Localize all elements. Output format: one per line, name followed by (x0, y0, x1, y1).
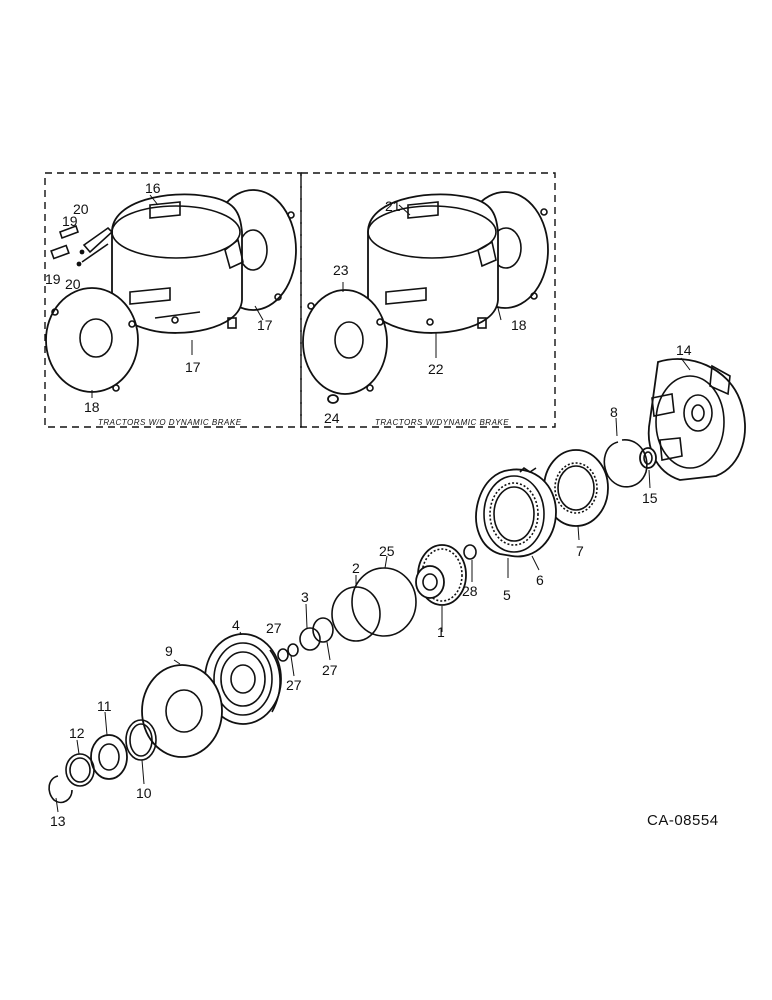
o-ring-28 (463, 544, 477, 560)
caption-with-brake: TRACTORS W/DYNAMIC BRAKE (375, 418, 509, 427)
callout-24: 24 (324, 410, 340, 426)
washer-11 (90, 734, 128, 780)
snap-ring-8 (603, 439, 648, 488)
ring-10 (125, 719, 157, 761)
callout-27-top: 27 (266, 620, 282, 636)
callout-18-rear-right: 18 (511, 317, 527, 333)
callout-8: 8 (610, 404, 618, 420)
callout-7: 7 (576, 543, 584, 559)
callout-10: 10 (136, 785, 152, 801)
callout-11: 11 (97, 698, 112, 714)
ring-12 (65, 753, 95, 787)
callout-21: 21 (385, 198, 401, 214)
inset-box-without-brake (44, 172, 302, 428)
brake-band-dynamic (367, 193, 499, 334)
callout-18-front-left: 18 (84, 399, 100, 415)
callout-27-bottom: 27 (286, 677, 302, 693)
seal-ring-25 (351, 567, 417, 637)
callout-6: 6 (536, 572, 544, 588)
callout-19-top: 19 (62, 213, 78, 229)
callout-4: 4 (232, 617, 240, 633)
callout-2: 2 (352, 560, 360, 576)
small-rings-27 (277, 643, 299, 662)
plug-part (327, 394, 339, 404)
callout-14: 14 (676, 342, 692, 358)
callout-15: 15 (642, 490, 658, 506)
callout-22: 22 (428, 361, 444, 377)
callout-1: 1 (437, 624, 445, 640)
callout-17: 17 (185, 359, 201, 375)
adjuster-bracket (50, 224, 114, 267)
callout-labels: 16 20 19 19 20 17 17 18 TRACTORS W/O DYN… (45, 180, 719, 829)
seal-ring-2 (331, 586, 381, 642)
ring-gear-5-6 (475, 466, 557, 558)
reference-code: CA-08554 (647, 812, 719, 829)
bushing-15 (639, 447, 657, 469)
callout-23: 23 (333, 262, 349, 278)
callout-16: 16 (145, 180, 161, 196)
callout-28: 28 (462, 583, 478, 599)
cover-plate-front-left (45, 287, 139, 393)
caption-without-brake: TRACTORS W/O DYNAMIC BRAKE (98, 418, 242, 427)
inset-box-with-brake (300, 172, 556, 428)
callout-9: 9 (165, 643, 173, 659)
callout-5: 5 (503, 587, 511, 603)
callout-20-top: 20 (73, 201, 89, 217)
snap-ring-13 (48, 775, 73, 804)
drum-housing (647, 358, 746, 481)
callout-18-rear-left: 17 (257, 317, 273, 333)
cover-plate-front-right (302, 289, 388, 395)
callout-20-bottom: 20 (65, 276, 81, 292)
o-ring-3 (299, 627, 321, 651)
plate-9 (141, 664, 223, 758)
hub-gear-1 (415, 544, 467, 606)
leader-lines (55, 194, 691, 813)
callout-12: 12 (69, 725, 85, 741)
callout-3: 3 (301, 589, 309, 605)
callout-25: 25 (379, 543, 395, 559)
callout-13: 13 (50, 813, 66, 829)
o-ring-26 (312, 617, 334, 643)
callout-26: 27 (322, 662, 338, 678)
callout-19-bottom: 19 (45, 271, 61, 287)
